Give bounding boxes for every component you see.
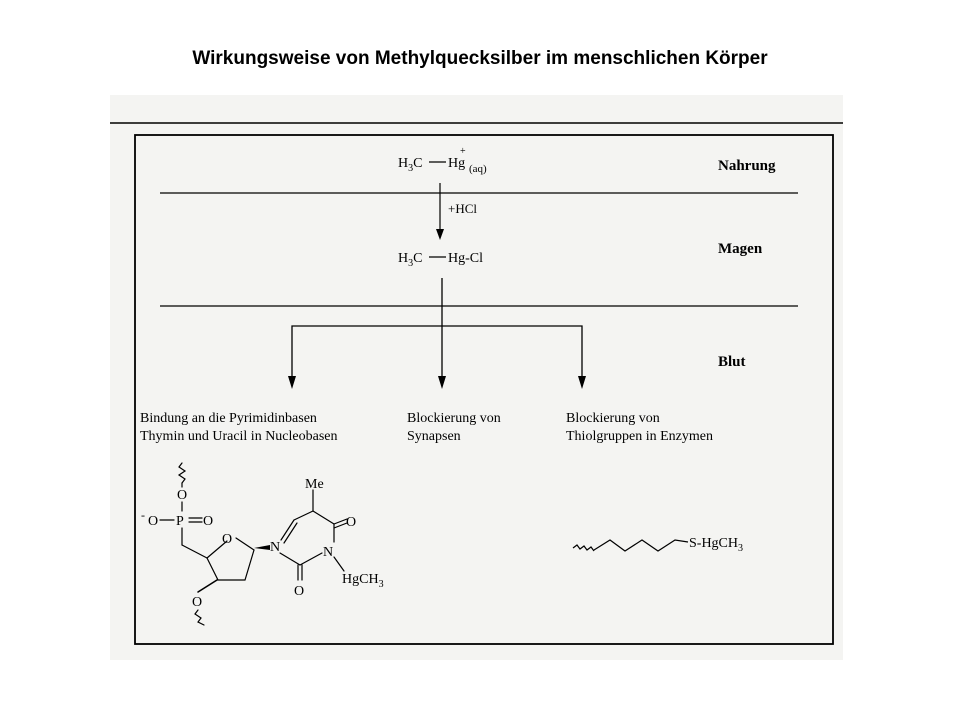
svg-text:O: O xyxy=(177,488,187,503)
diagram-svg: Nahrung Magen Blut H3C Hg + (aq) +HCl H3… xyxy=(110,122,843,645)
svg-text:Hg: Hg xyxy=(448,156,465,171)
scanned-diagram: Nahrung Magen Blut H3C Hg + (aq) +HCl H3… xyxy=(110,95,843,660)
thiol-enzyme-structure: S-HgCH3 xyxy=(572,536,743,554)
effect-2-line2: Synapsen xyxy=(407,429,461,444)
nucleotide-structure: O P O - O O O N Me xyxy=(141,462,384,626)
compound-methylmercury-chloride: H3C Hg-Cl xyxy=(398,251,483,269)
svg-text:N: N xyxy=(270,540,280,555)
arrow-head-left xyxy=(288,376,296,389)
reagent-hcl: +HCl xyxy=(448,201,477,216)
effect-1-line1: Bindung an die Pyrimidinbasen xyxy=(140,411,317,426)
svg-text:+: + xyxy=(460,146,466,157)
svg-text:S-HgCH3: S-HgCH3 xyxy=(689,536,743,554)
arrow-head-right xyxy=(578,376,586,389)
page-title: Wirkungsweise von Methylquecksilber im m… xyxy=(192,48,768,69)
svg-text:-: - xyxy=(141,508,145,522)
svg-text:Me: Me xyxy=(305,477,324,492)
svg-text:H3C: H3C xyxy=(398,156,422,174)
effect-2-line1: Blockierung von xyxy=(407,411,501,426)
svg-text:N: N xyxy=(323,545,333,560)
svg-text:O: O xyxy=(203,514,213,529)
arrow-head-1 xyxy=(436,229,444,240)
svg-text:O: O xyxy=(222,532,232,547)
effect-3-line2: Thiolgruppen in Enzymen xyxy=(566,429,713,444)
svg-text:O: O xyxy=(148,514,158,529)
svg-text:O: O xyxy=(294,584,304,599)
effect-3-line1: Blockierung von xyxy=(566,411,660,426)
zone-label-nahrung: Nahrung xyxy=(718,158,776,174)
arrow-head-center xyxy=(438,376,446,389)
svg-text:P: P xyxy=(176,514,184,529)
zone-label-magen: Magen xyxy=(718,241,763,257)
arrow-branch-bracket xyxy=(291,325,583,380)
zone-label-blut: Blut xyxy=(718,354,746,370)
svg-text:(aq): (aq) xyxy=(469,163,487,175)
svg-text:HgCH3: HgCH3 xyxy=(342,572,384,590)
svg-text:O: O xyxy=(346,515,356,530)
diagram-frame xyxy=(134,134,834,645)
svg-text:O: O xyxy=(192,595,202,610)
svg-text:H3C: H3C xyxy=(398,251,422,269)
svg-text:Hg-Cl: Hg-Cl xyxy=(448,251,483,266)
compound-methylmercury-aq: H3C Hg + (aq) xyxy=(398,146,487,175)
effect-1-line2: Thymin und Uracil in Nucleobasen xyxy=(140,429,338,444)
